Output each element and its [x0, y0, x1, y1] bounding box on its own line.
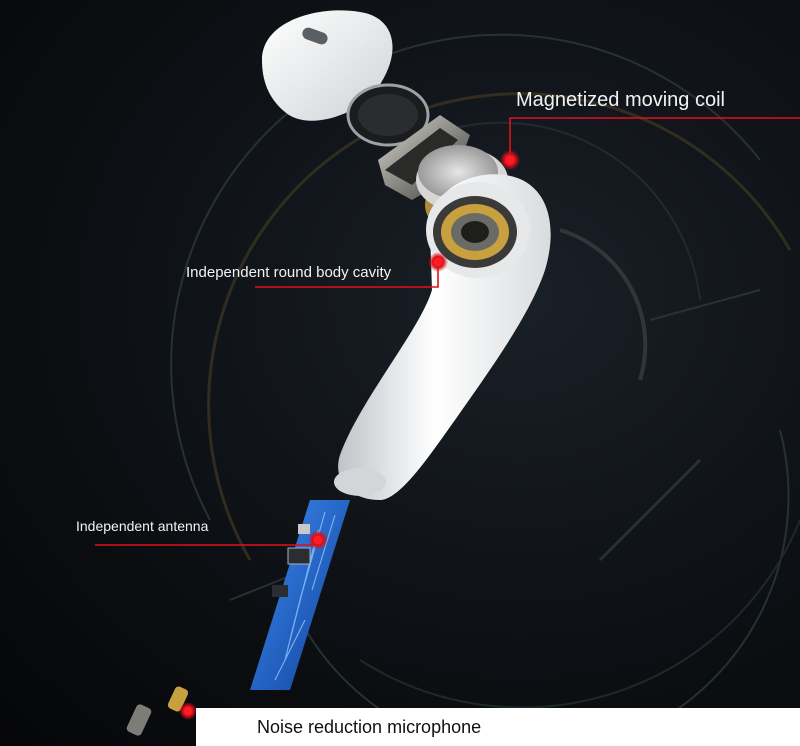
- microphone-caption-bar: Noise reduction microphone: [196, 708, 800, 746]
- microphone-part: [126, 686, 189, 736]
- earbud-body: [334, 174, 551, 500]
- mesh-grille: [346, 83, 430, 147]
- hud-background-arcs: [170, 33, 800, 746]
- label-round-body-cavity: Independent round body cavity: [186, 264, 392, 281]
- label-noise-reduction-microphone: Noise reduction microphone: [257, 717, 482, 737]
- marker-dots: [179, 150, 520, 720]
- antenna-pcb: [250, 500, 350, 690]
- label-magnetized-moving-coil: Magnetized moving coil: [516, 89, 725, 111]
- label-independent-antenna: Independent antenna: [76, 518, 209, 534]
